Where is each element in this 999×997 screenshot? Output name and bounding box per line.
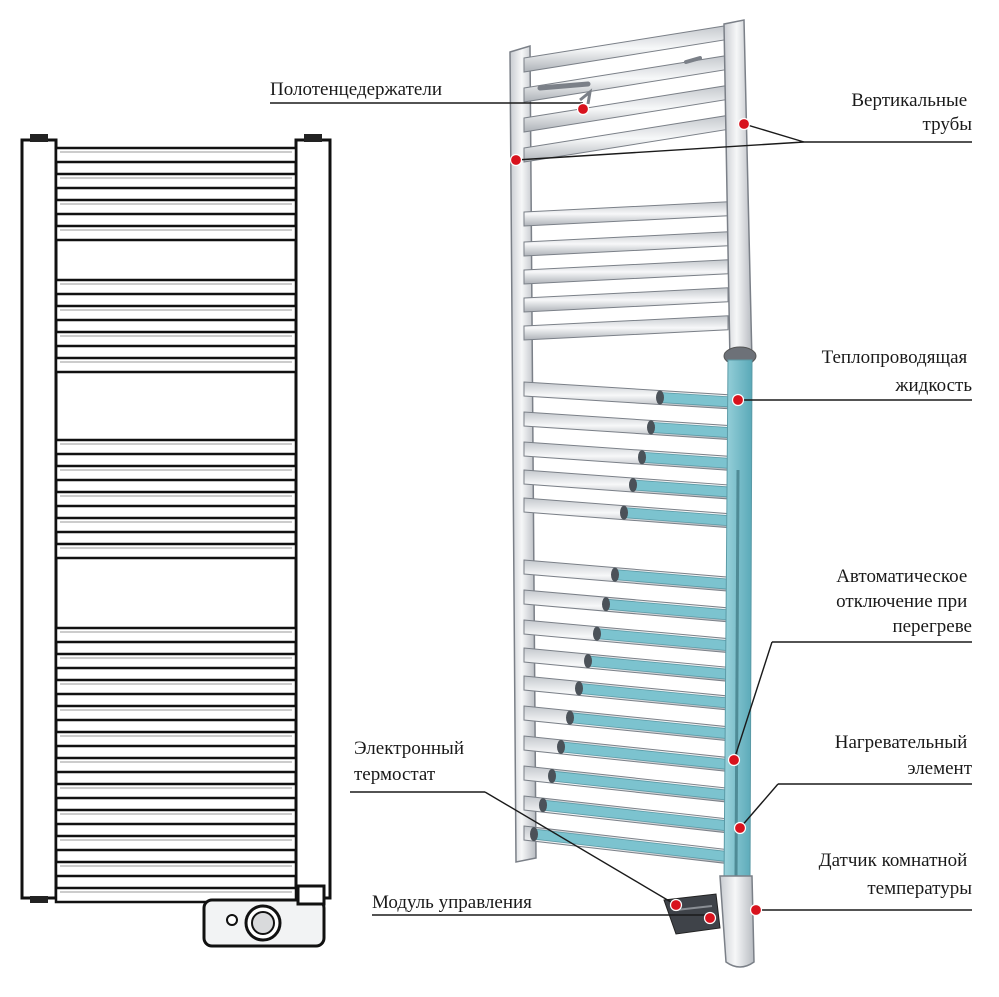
cut-bar-section: [557, 740, 565, 754]
dot-control-module: [705, 913, 716, 924]
cut-bar-section: [611, 568, 619, 582]
label-towel-holders: Полотенцедержатели: [270, 79, 442, 100]
dot-room-sensor: [751, 905, 762, 916]
front-view-drawing: [22, 134, 330, 946]
cut-bar-section: [548, 769, 556, 783]
dot-vertical-pipe-right: [739, 119, 750, 130]
left-foot: [30, 896, 48, 903]
cutaway-drawing: [510, 20, 756, 967]
front-bar: [56, 306, 296, 320]
cut-bar-section: [602, 597, 610, 611]
front-bar: [56, 758, 296, 772]
cut-bar-section: [638, 450, 646, 464]
front-bar: [56, 544, 296, 558]
label-heat-fluid: Теплопроводящая жидкость: [822, 347, 973, 396]
front-bar: [56, 654, 296, 668]
cut-bar-section: [629, 478, 637, 492]
cut-bar-fluid: [534, 829, 728, 861]
cut-bar-fluid: [579, 683, 728, 708]
front-bar: [56, 358, 296, 372]
front-bar: [56, 226, 296, 240]
heating-element-rod: [736, 470, 738, 880]
cut-bar-section: [530, 827, 538, 841]
cut-bar-fluid: [597, 629, 728, 651]
front-bar: [56, 440, 296, 454]
front-bar: [56, 174, 296, 188]
front-bar: [56, 628, 296, 642]
front-bar: [56, 862, 296, 876]
front-bar: [56, 706, 296, 720]
dot-heating-element: [735, 823, 746, 834]
label-electronic-thermostat: Электронный термостат: [354, 738, 469, 785]
left-cap: [30, 134, 48, 142]
front-bar: [56, 332, 296, 346]
cut-bar-section: [620, 506, 628, 520]
front-bar: [56, 784, 296, 798]
front-bars: [56, 148, 296, 902]
label-vertical-pipes: Вертикальные трубы: [851, 90, 972, 135]
cut-bar: [524, 288, 728, 312]
dot-vertical-pipe-left: [511, 155, 522, 166]
label-control-module: Модуль управления: [372, 892, 532, 913]
label-room-temp-sensor: Датчик комнатной температуры: [819, 850, 973, 899]
front-bar: [56, 466, 296, 480]
front-bar: [56, 280, 296, 294]
front-bar: [56, 518, 296, 532]
cut-bar-section: [647, 420, 655, 434]
cut-bar: [524, 316, 728, 340]
right-vertical-pipe: [296, 140, 330, 898]
dot-auto-shutoff: [729, 755, 740, 766]
dot-thermostat: [671, 900, 682, 911]
cut-bar-fluid: [588, 656, 728, 679]
right-cap: [304, 134, 322, 142]
label-auto-shutoff: Автоматическое отключение при перегреве: [836, 566, 972, 637]
cut-bar-section: [539, 798, 547, 812]
cut-bar-section: [656, 391, 664, 405]
bottom-housing: [720, 876, 754, 967]
cut-bar-section: [584, 654, 592, 668]
cut-bar-section: [593, 627, 601, 641]
front-bar: [56, 148, 296, 162]
cut-bar: [524, 232, 728, 256]
cut-bar-section: [575, 681, 583, 695]
cut-right-pipe-upper: [724, 20, 752, 362]
cut-bar: [524, 202, 728, 226]
front-bar: [56, 836, 296, 850]
front-bar: [56, 680, 296, 694]
label-heating-element: Нагревательный элемент: [835, 732, 973, 779]
cut-bars: [524, 25, 728, 863]
front-bar: [56, 200, 296, 214]
left-vertical-pipe: [22, 140, 56, 898]
cut-bar-section: [566, 711, 574, 725]
front-bar: [56, 732, 296, 746]
dot-heat-fluid: [733, 395, 744, 406]
dot-towel-holder: [578, 104, 589, 115]
cut-bar: [524, 260, 728, 284]
front-bar: [56, 492, 296, 506]
front-bar: [56, 810, 296, 824]
